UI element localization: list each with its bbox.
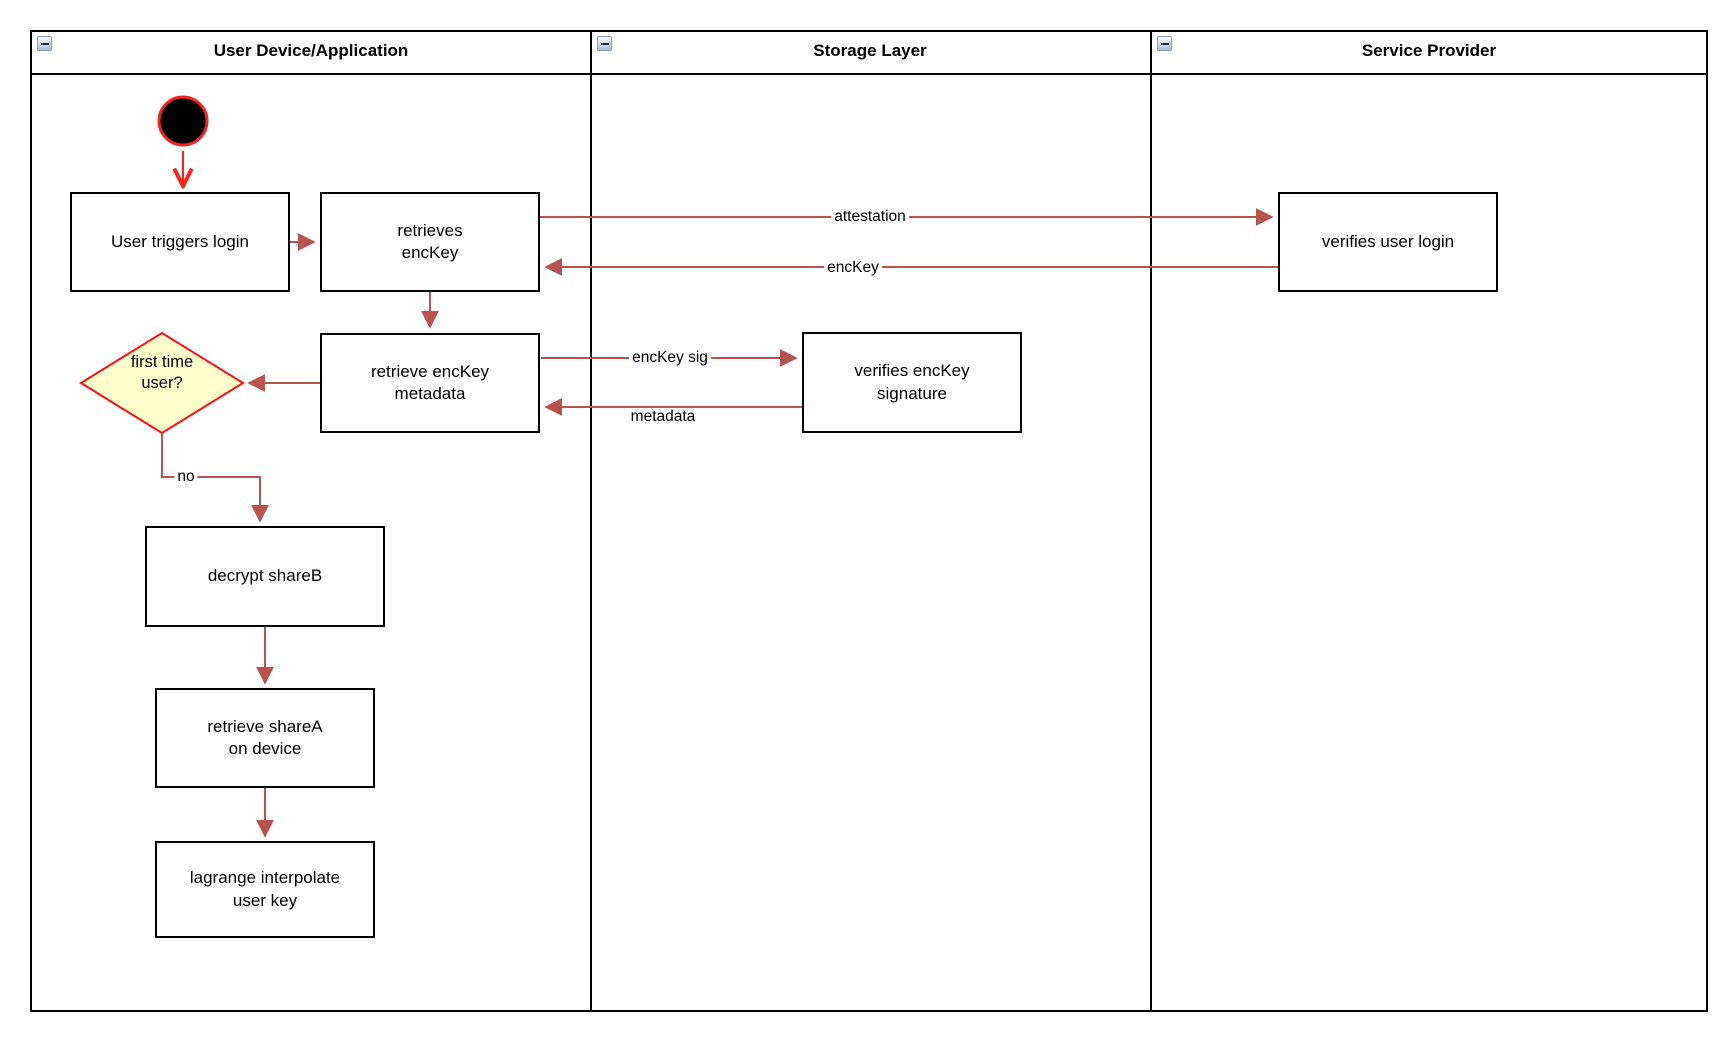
edge-label-metadata[interactable]: metadata: [627, 408, 699, 426]
lane-title-service-provider[interactable]: Service Provider: [1361, 41, 1497, 60]
decision-label-first-time-user[interactable]: first time user?: [130, 353, 194, 392]
lane-header-separator: [32, 73, 1706, 75]
node-retrieves-enckey[interactable]: retrieves encKey: [320, 192, 540, 292]
node-retrieve-enckey-metadata[interactable]: retrieve encKey metadata: [320, 333, 540, 433]
edge-label-attestation[interactable]: attestation: [831, 208, 909, 226]
node-user-triggers-login[interactable]: User triggers login: [70, 192, 290, 292]
collapse-minus-icon: [600, 42, 609, 45]
lane-title-user-device[interactable]: User Device/Application: [213, 41, 409, 60]
collapse-minus-icon: [1160, 42, 1169, 45]
node-decrypt-shareb[interactable]: decrypt shareB: [145, 526, 385, 627]
lane-title-storage-layer[interactable]: Storage Layer: [813, 41, 927, 60]
node-retrieve-sharea[interactable]: retrieve shareA on device: [155, 688, 375, 788]
edge-no-to-decrypt[interactable]: [161, 433, 269, 523]
lane-divider-2: [1150, 32, 1152, 1010]
edge-label-enckey-sig[interactable]: encKey sig: [629, 349, 711, 367]
lane-divider-1: [590, 32, 592, 1010]
node-verifies-enckey-signature[interactable]: verifies encKey signature: [802, 332, 1022, 433]
collapse-button-service-provider[interactable]: [1157, 36, 1172, 51]
node-verifies-user-login[interactable]: verifies user login: [1278, 192, 1498, 292]
collapse-minus-icon: [40, 42, 49, 45]
node-lagrange-interpolate[interactable]: lagrange interpolate user key: [155, 841, 375, 938]
edge-label-no[interactable]: no: [174, 468, 198, 486]
edge-label-enckey[interactable]: encKey: [824, 259, 882, 277]
collapse-button-user-device[interactable]: [37, 36, 52, 51]
collapse-button-storage-layer[interactable]: [597, 36, 612, 51]
